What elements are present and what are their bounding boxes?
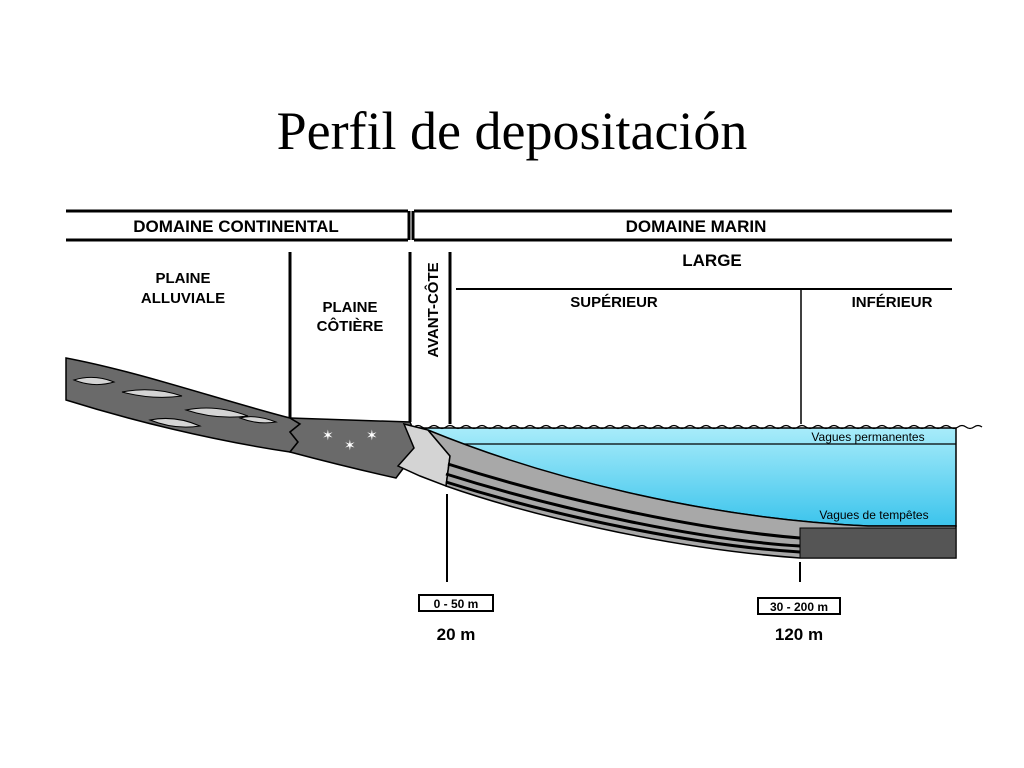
slide-title: Perfil de depositación: [276, 101, 748, 161]
zone-avant-cote: AVANT-CÔTE: [424, 262, 442, 357]
lower-offshore-mud: [799, 527, 957, 559]
depth-range-1: 0 - 50 m: [434, 597, 479, 611]
zone-plaine-alluviale-line2: ALLUVIALE: [141, 290, 225, 307]
zone-plaine-cotiere-line2: CÔTIÈRE: [317, 317, 384, 335]
zone-superieur: SUPÉRIEUR: [570, 294, 658, 311]
marsh-symbol-2: ✶: [344, 439, 356, 454]
water-surface: [413, 424, 983, 430]
depth-range-2: 30 - 200 m: [770, 600, 828, 614]
zone-plaine-alluviale-line1: PLAINE: [155, 270, 210, 287]
storm-bed-3: [445, 480, 801, 554]
permanent-wave-label: Vagues permanentes: [811, 430, 924, 444]
storm-bed-1: [447, 462, 801, 540]
channel-lens-3: [184, 407, 249, 418]
depth-value-1: 20 m: [437, 625, 476, 644]
channel-lens-4: [148, 418, 202, 428]
channel-lens-1: [72, 376, 116, 386]
channel-lens-2: [121, 389, 183, 398]
domain-continental-label: DOMAINE CONTINENTAL: [133, 217, 339, 236]
marsh-symbol-3: ✶: [366, 429, 378, 444]
alluvial-plain-deposit: [65, 357, 302, 453]
channel-lens-5: [238, 416, 278, 424]
storm-bed-2: [445, 472, 801, 548]
marsh-symbol-1: ✶: [322, 429, 334, 444]
domain-marin-label: DOMAINE MARIN: [626, 217, 767, 236]
zone-inferieur: INFÉRIEUR: [852, 294, 933, 311]
coastal-plain-deposit: [287, 417, 421, 479]
zone-plaine-cotiere-line1: PLAINE: [322, 299, 377, 316]
depth-range-box-2: [757, 597, 841, 615]
zone-large: LARGE: [682, 251, 742, 270]
storm-wave-label: Vagues de tempêtes: [819, 508, 928, 522]
depth-range-box-1: [418, 594, 494, 612]
depth-value-2: 120 m: [775, 625, 823, 644]
